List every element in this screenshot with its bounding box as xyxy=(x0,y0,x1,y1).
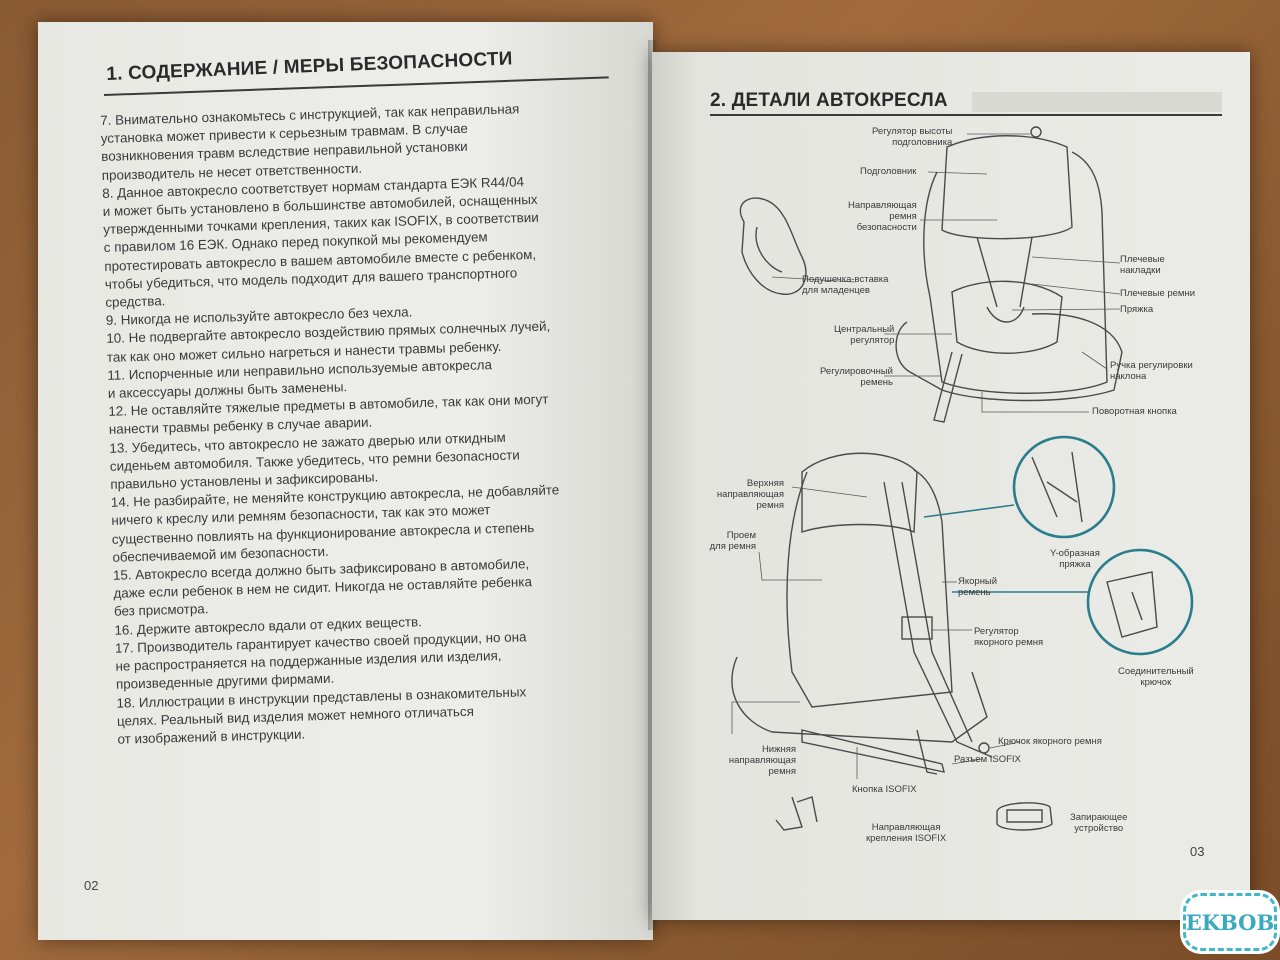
leader-lines xyxy=(731,133,1121,779)
detail-connector xyxy=(923,504,1088,593)
seat-base-drawing xyxy=(895,313,1123,402)
safety-text: 7. Внимательно ознакомьтесь с инструкцие… xyxy=(100,97,658,749)
label-recline-handle: Ручка регулировки наклона xyxy=(1110,360,1193,382)
label-belt-guide: Направляющая ремня безопасности xyxy=(848,200,917,233)
headrest-knob xyxy=(1030,126,1042,138)
label-lower-guide: Нижняя направляющая ремня xyxy=(728,744,796,777)
ekbob-watermark-logo: EKBOB xyxy=(1183,893,1277,951)
right-heading: 2. ДЕТАЛИ АВТОКРЕСЛА xyxy=(710,90,948,111)
label-shoulder-belts: Плечевые ремни xyxy=(1120,288,1196,299)
label-infant-insert: Подушечка-вставка для младенцев xyxy=(802,274,889,296)
left-page: 1. СОДЕРЖАНИЕ / МЕРЫ БЕЗОПАСНОСТИ 7. Вни… xyxy=(38,22,653,940)
side-seat-base xyxy=(731,656,988,743)
page-number-left: 02 xyxy=(84,878,99,893)
side-seat-anchor-belt-2 xyxy=(901,481,973,743)
car-seat-diagram xyxy=(731,126,1194,831)
label-shoulder-pads: Плечевые накладки xyxy=(1120,254,1165,276)
label-buckle: Пряжка xyxy=(1120,304,1154,315)
label-anchor-hook: Крючок якорного ремня xyxy=(998,736,1102,747)
seat-harness-drawing xyxy=(976,236,1033,323)
label-central-adjuster: Центральный регулятор xyxy=(834,324,895,346)
isofix-guide-drawing xyxy=(775,796,818,831)
left-heading: 1. СОДЕРЖАНИЕ / МЕРЫ БЕЗОПАСНОСТИ xyxy=(106,48,513,85)
side-seat-anchor-belt xyxy=(883,481,993,758)
right-heading-rule xyxy=(710,114,1222,116)
seat-cushion-drawing xyxy=(951,280,1063,354)
label-lock-device: Запирающее устройство xyxy=(1070,812,1128,834)
label-anchor-belt: Якорный ремень xyxy=(958,576,998,598)
label-adjust-strap: Регулировочный ремень xyxy=(820,366,893,388)
label-anchor-adjuster: Регулятор якорного ремня xyxy=(974,626,1044,648)
label-headrest-height: Регулятор высоты подголовника xyxy=(872,126,953,148)
infant-insert-drawing xyxy=(739,197,807,295)
y-buckle-detail xyxy=(1031,451,1083,523)
y-buckle-detail-circle xyxy=(1012,435,1116,539)
seat-shell-drawing xyxy=(923,151,1108,394)
label-rotate-button: Поворотная кнопка xyxy=(1092,406,1177,417)
side-seat-isofix-bar xyxy=(801,729,945,773)
label-upper-guide: Верхняя направляющая ремня xyxy=(716,478,784,511)
hook-detail xyxy=(1106,571,1158,638)
side-seat-anchor-adjuster xyxy=(901,616,933,640)
label-belt-opening: Проем для ремня xyxy=(709,530,756,552)
seat-headrest-drawing xyxy=(941,135,1073,240)
label-isofix-connector: Разъем ISOFIX xyxy=(954,754,1021,765)
label-y-buckle: Y-образная пряжка xyxy=(1050,548,1100,570)
label-connector-hook: Соединительный крючок xyxy=(1118,666,1194,688)
label-headrest: Подголовник xyxy=(860,166,917,177)
side-seat-anchor-hook xyxy=(978,742,990,754)
label-isofix-guide: Направляющая крепления ISOFIX xyxy=(866,822,947,844)
hook-detail-circle xyxy=(1086,548,1194,656)
page-number-right: 03 xyxy=(1190,844,1205,859)
heading-shade xyxy=(972,92,1222,112)
side-seat-foot xyxy=(916,729,938,775)
lock-device-drawing xyxy=(996,802,1053,831)
label-isofix-button: Кнопка ISOFIX xyxy=(852,784,917,795)
side-seat-back xyxy=(786,469,953,708)
right-page: 2. ДЕТАЛИ АВТОКРЕСЛА xyxy=(652,52,1250,920)
side-seat-headrest xyxy=(801,452,918,534)
adjust-strap-drawing xyxy=(933,351,963,423)
